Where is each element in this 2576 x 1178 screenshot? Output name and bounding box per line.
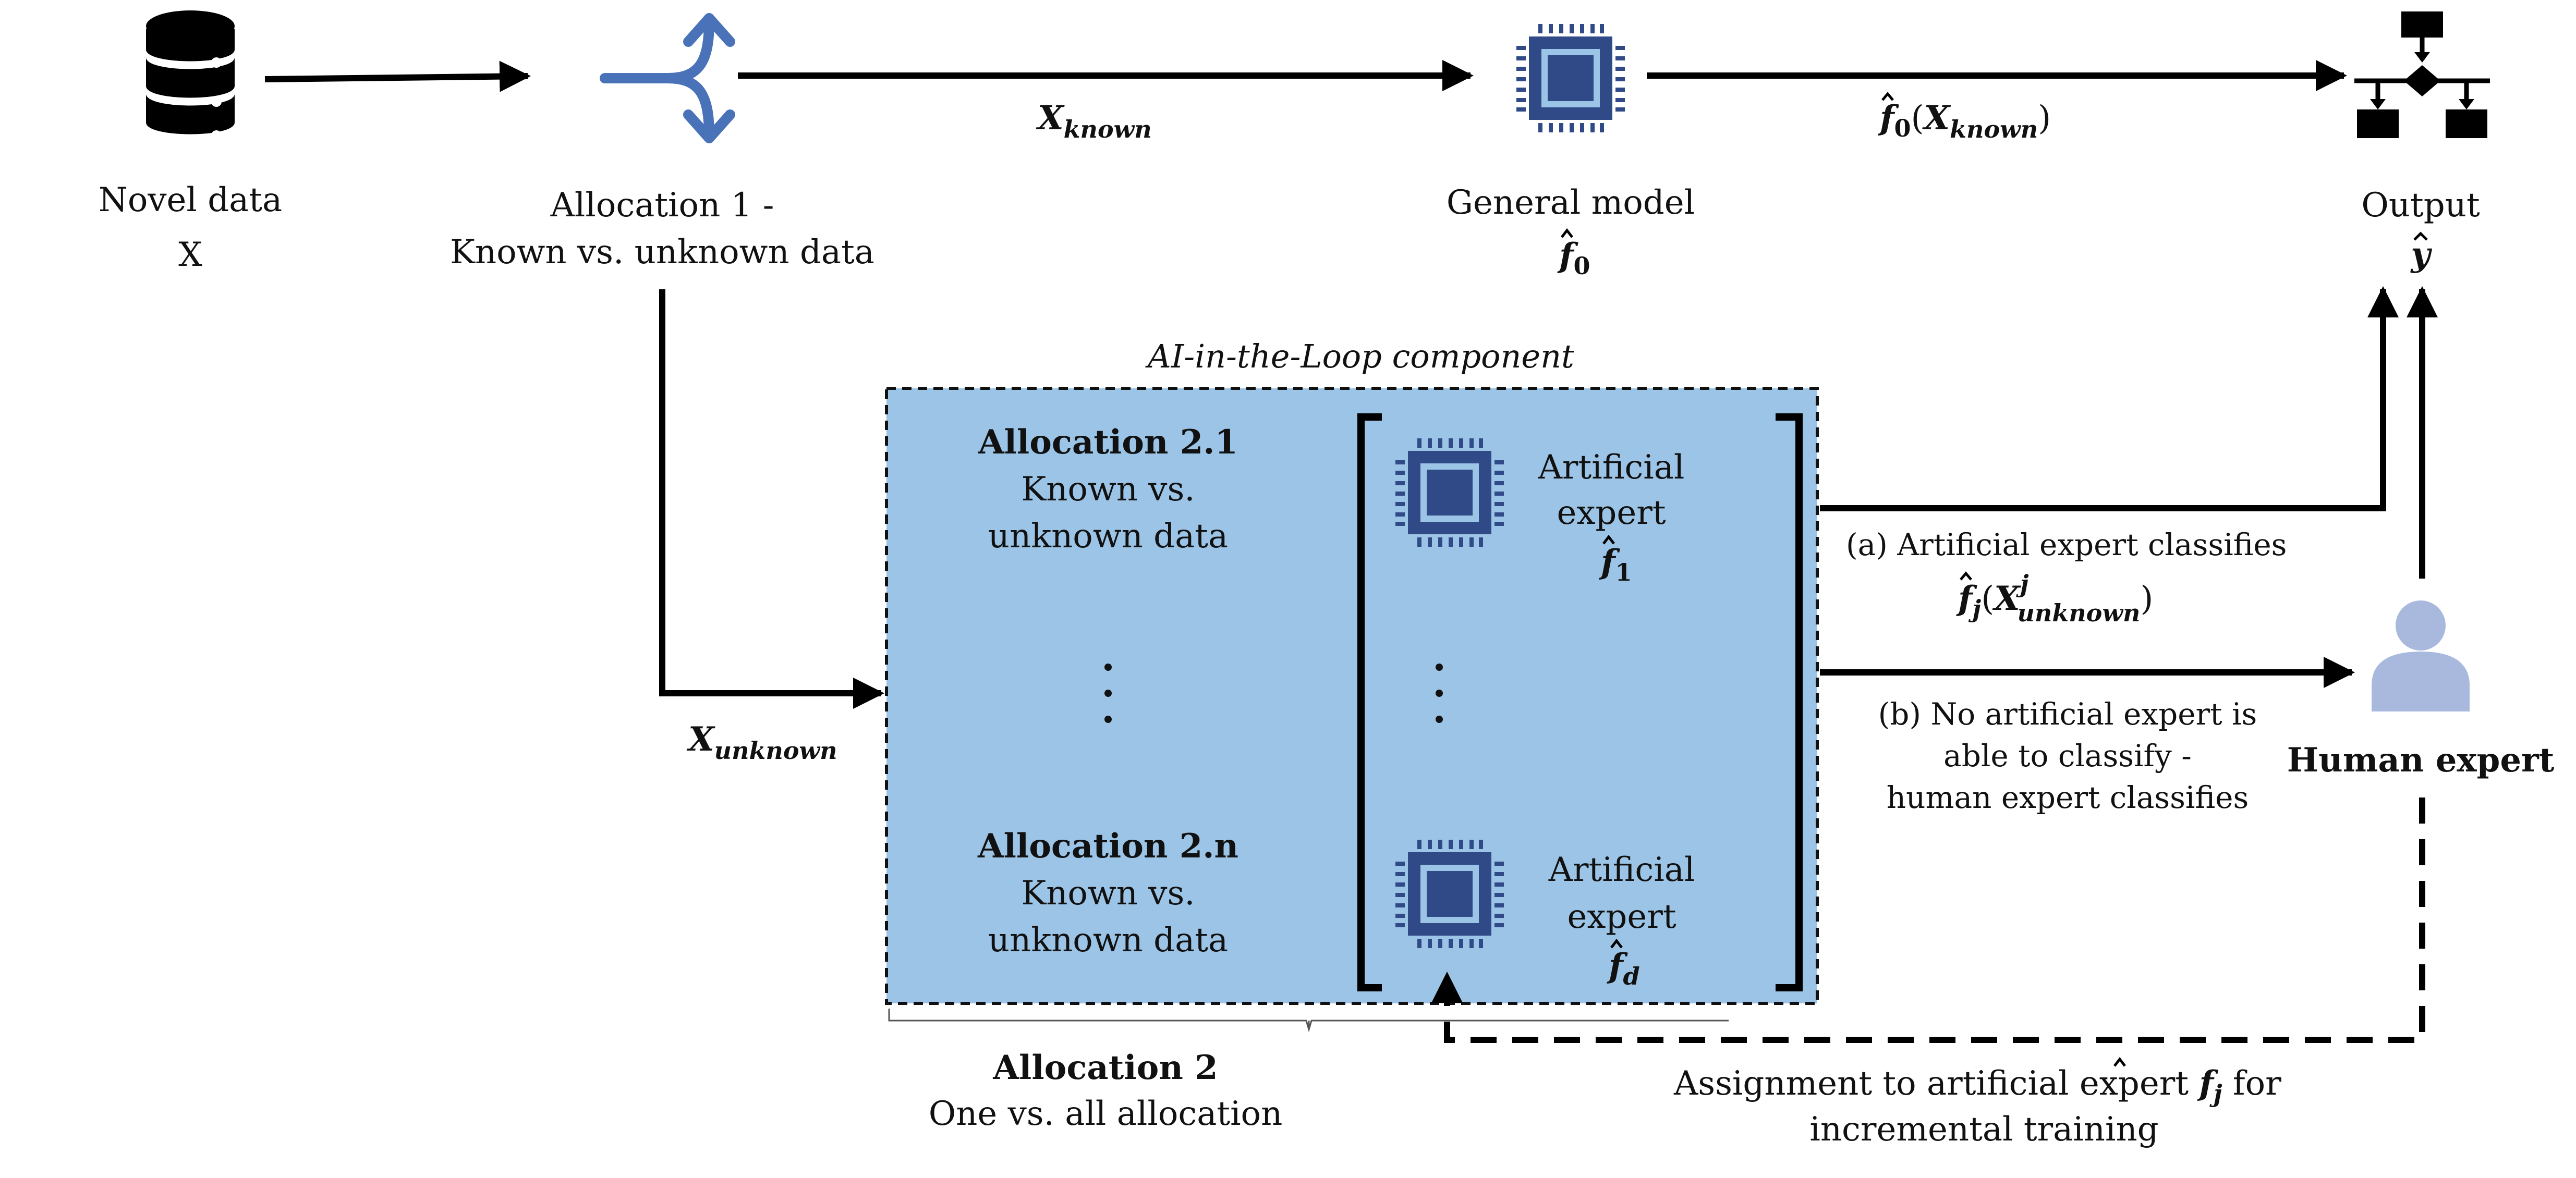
svg-text:Assignment to artificial exper: Assignment to artificial expert fj for	[1673, 1064, 2281, 1108]
allocation1-subtitle: Known vs. unknown data	[450, 233, 874, 272]
ellipsis-experts	[1436, 664, 1443, 723]
processor-chip-icon	[1395, 438, 1504, 547]
processor-chip-icon	[1516, 24, 1625, 132]
arrow-data-to-allocation1	[264, 60, 531, 92]
expert-bracket-right	[1776, 413, 1803, 991]
allocation-2-n-title: Allocation 2.n	[977, 827, 1238, 866]
arrow-expert-to-output	[1820, 286, 2399, 511]
general-model-symbol: f0	[1557, 228, 1590, 280]
svg-text:f0: f0	[1557, 236, 1590, 280]
allocation-2-subtitle: One vs. all allocation	[929, 1095, 1283, 1133]
outcome-b-line1: (b) No artificial expert is	[1878, 696, 2257, 732]
expert-d-line2: expert	[1567, 898, 1676, 936]
arrow-allocation1-to-ai-component	[659, 289, 884, 709]
ai-component-box	[885, 387, 1819, 1005]
allocation-2-1-line2: unknown data	[988, 517, 1228, 556]
expert-1-line1: Artificial	[1538, 448, 1685, 487]
flowchart-icon	[2354, 11, 2490, 138]
person-icon	[2372, 600, 2470, 711]
outcome-a-label: (a) Artificial expert classifies	[1846, 527, 2287, 562]
expert-d-line1: Artificial	[1548, 851, 1695, 889]
expert-1-line2: expert	[1557, 494, 1666, 532]
ellipsis-allocations	[1104, 664, 1112, 723]
outcome-b-line3: human expert classifies	[1887, 780, 2249, 815]
outcome-b-line2: able to classify -	[1943, 738, 2192, 774]
svg-text:Xunknown: Xunknown	[686, 720, 837, 765]
x-known-label: Xknown	[1036, 99, 1152, 143]
novel-data-symbol: X	[178, 236, 202, 274]
allocation-2-1-line1: Known vs.	[1021, 470, 1195, 509]
output-label: Output	[2361, 186, 2480, 225]
allocation-2-title: Allocation 2	[992, 1048, 1218, 1087]
expert-bracket-left	[1357, 413, 1382, 991]
allocation-2-n-line2: unknown data	[988, 921, 1228, 960]
f0-x-known-label: f0(Xknown)	[1878, 92, 2051, 143]
svg-text:y: y	[2410, 235, 2432, 274]
feedback-label-line2: incremental training	[1809, 1110, 2158, 1149]
arrow-feedback-to-expert	[1431, 797, 2425, 1043]
svg-text:Xknown: Xknown	[1036, 99, 1152, 143]
human-expert-label: Human expert	[2287, 741, 2555, 780]
database-icon	[146, 10, 235, 141]
allocation-2-1-title: Allocation 2.1	[978, 423, 1238, 462]
output-symbol: y	[2410, 231, 2432, 274]
novel-data-label: Novel data	[99, 181, 282, 219]
ai-component-title: AI-in-the-Loop component	[1145, 337, 1574, 375]
branch-split-icon	[600, 13, 735, 143]
allocation1-title: Allocation 1 -	[550, 186, 774, 225]
feedback-label-line1: Assignment to artificial expert fj for	[1673, 1057, 2281, 1108]
svg-text:f1: f1	[1599, 543, 1632, 586]
general-model-label: General model	[1447, 183, 1695, 222]
svg-text:f0(Xknown): f0(Xknown)	[1878, 99, 2051, 143]
processor-chip-icon	[1395, 840, 1504, 948]
expert-1-symbol: f1	[1599, 534, 1632, 586]
allocation-2-n-line1: Known vs.	[1021, 874, 1195, 913]
x-unknown-label: Xunknown	[686, 720, 837, 765]
